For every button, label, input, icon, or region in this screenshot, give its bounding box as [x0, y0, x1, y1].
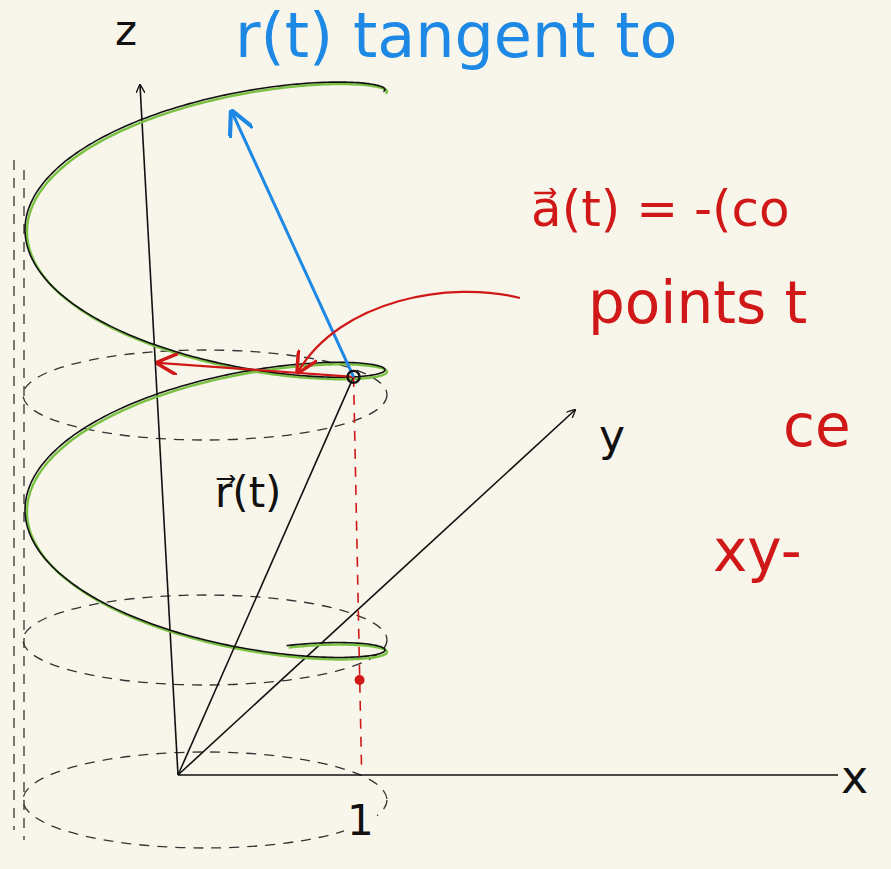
- tick-label: 1: [344, 798, 377, 844]
- acceleration-note: points t: [585, 272, 810, 336]
- projection-dot: [355, 675, 365, 685]
- acceleration-note: xy-: [710, 520, 805, 584]
- curve-point: [348, 371, 360, 383]
- tangent-note: r(t) tangent to: [232, 2, 681, 70]
- cylinder-outline: [14, 160, 387, 848]
- projection-line: [354, 377, 362, 770]
- acceleration-note: ce: [780, 395, 854, 459]
- tangent-vector: [232, 112, 354, 377]
- axis-label: z: [112, 8, 140, 54]
- helix-curve: [25, 82, 385, 657]
- helix-curve: [27, 84, 387, 659]
- position-vector: [178, 377, 354, 775]
- acceleration-vector: [158, 363, 354, 377]
- axis-label: x: [838, 752, 871, 803]
- coordinate-axes: [140, 85, 870, 775]
- axis-label: y: [596, 412, 628, 460]
- callout-arrow: [298, 292, 520, 372]
- vector-label: r⃗(t): [212, 470, 285, 516]
- acceleration-note: a⃗(t) = -(co: [528, 182, 793, 237]
